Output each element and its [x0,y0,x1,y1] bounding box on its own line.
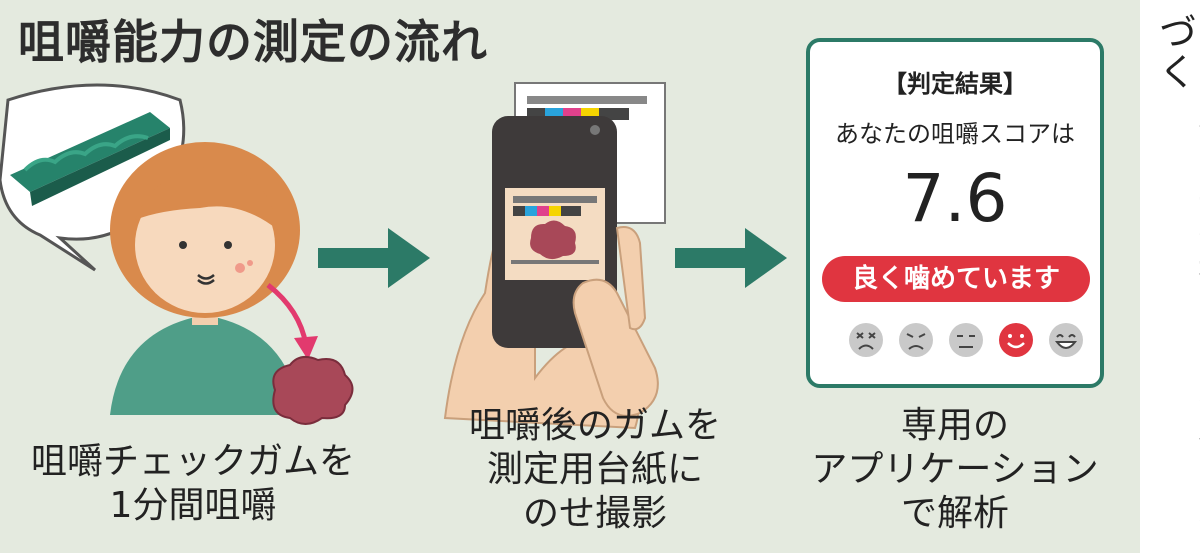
step1-illustration [0,83,354,425]
face-neutral-icon [949,323,983,357]
pink-arrow-icon [266,283,309,346]
caption-line: 専用の [900,405,1009,446]
gum-stick-icon [10,112,170,206]
source-note: ※池邉一典教授への取材に基づく [1152,12,1200,532]
face-sad-icon [899,323,933,357]
caption-line: 咀嚼後のガムを [468,405,721,446]
step2-illustration [443,82,666,430]
arrow-right-icon [675,228,787,288]
result-subtitle: あなたの咀嚼スコアは [835,120,1075,148]
face-good-icon [999,323,1033,357]
caption-line: 1分間咀嚼 [109,485,277,526]
face [135,177,275,313]
result-card: 【判定結果】 あなたの咀嚼スコアは 7.6 良く噛めています [806,38,1104,388]
step2-caption: 咀嚼後のガムを 測定用台紙に のせ撮影 [430,404,760,536]
step3-caption: 専用の アプリケーション で解析 [790,404,1120,536]
caption-line: で解析 [900,493,1009,534]
result-heading: 【判定結果】 [883,70,1027,98]
source-note-panel: ※池邉一典教授への取材に基づく [1140,0,1200,553]
caption-line: 測定用台紙に [486,449,703,490]
caption-line: アプリケーション [811,449,1099,490]
arrow-right-icon [318,228,430,288]
caption-line: のせ撮影 [522,493,667,534]
main-panel: 咀嚼能力の測定の流れ [0,15,1120,536]
face-very-good-icon [1049,323,1083,357]
result-badge: 良く噛めています [822,256,1090,302]
page-title: 咀嚼能力の測定の流れ [18,15,488,69]
chewed-gum-icon [272,355,354,425]
score-value: 7.6 [902,160,1008,237]
caption-line: 咀嚼チェックガムを [30,441,355,482]
face-bad-icon [849,323,883,357]
step1-caption: 咀嚼チェックガムを 1分間咀嚼 [8,440,378,528]
shirt [110,315,300,415]
